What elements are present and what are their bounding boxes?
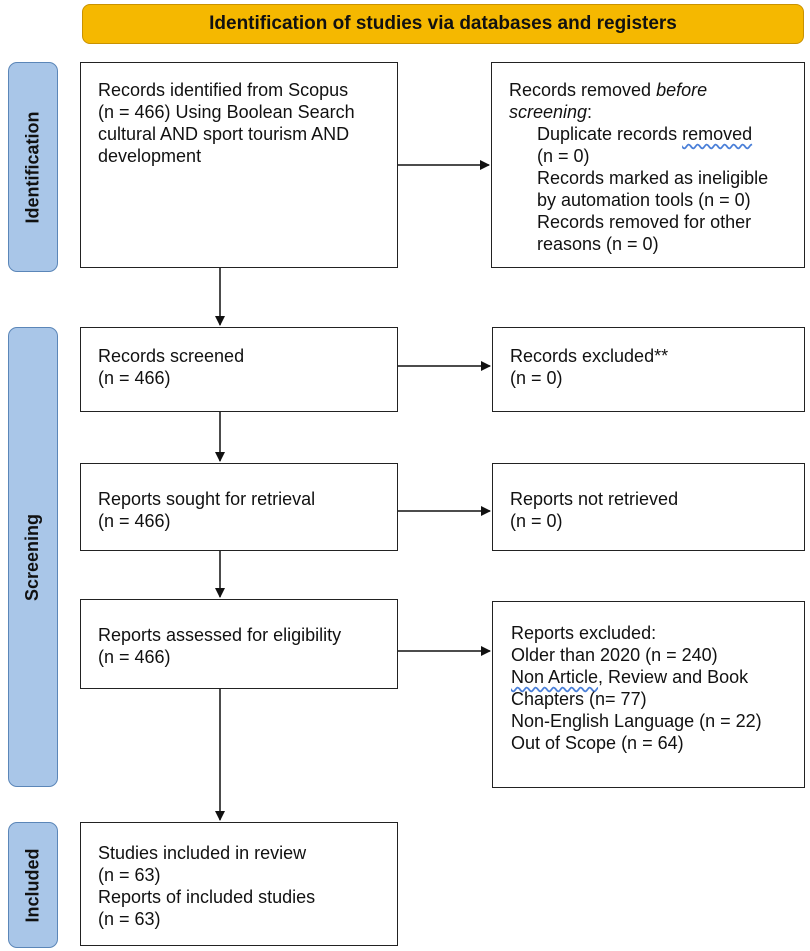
- reports-excluded-chapters: Chapters (n= 77): [511, 689, 647, 709]
- other-reasons-line: reasons (n = 0): [537, 234, 659, 254]
- ineligible-line: by automation tools (n = 0): [537, 190, 751, 210]
- reports-assessed-line: (n = 466): [98, 647, 171, 667]
- reports-excluded-out-of-scope: Out of Scope (n = 64): [511, 733, 684, 753]
- records-screened-box: Records screened (n = 466): [80, 327, 398, 412]
- studies-included-line: (n = 63): [98, 909, 161, 929]
- header-title: Identification of studies via databases …: [209, 13, 677, 34]
- reports-not-retrieved-line: Reports not retrieved: [510, 489, 679, 509]
- reports-not-retrieved-line: (n = 0): [510, 511, 563, 531]
- reports-sought-line: Reports sought for retrieval: [98, 489, 316, 509]
- reports-excluded-title: Reports excluded:: [511, 623, 657, 643]
- spellcheck-underline: Non Article: [511, 667, 599, 687]
- reports-sought-line: (n = 466): [98, 511, 171, 531]
- phase-screening: Screening: [8, 327, 58, 787]
- records-screened-line: (n = 466): [98, 368, 171, 388]
- records-removed-title: Records removed before: [509, 80, 708, 100]
- reports-excluded-non-english: Non-English Language (n = 22): [511, 711, 762, 731]
- records-identified-line: (n = 466) Using Boolean Search: [98, 102, 355, 122]
- records-identified-line: development: [98, 146, 202, 166]
- reports-sought-box: Reports sought for retrieval (n = 466): [80, 463, 398, 551]
- records-excluded-line: (n = 0): [510, 368, 563, 388]
- studies-included-line: Studies included in review: [98, 843, 307, 863]
- duplicate-records-count: (n = 0): [537, 146, 590, 166]
- other-reasons-line: Records removed for other: [537, 212, 752, 232]
- duplicate-records-line: Duplicate records removed: [537, 124, 753, 144]
- reports-excluded-box: Reports excluded: Older than 2020 (n = 2…: [492, 601, 805, 788]
- phase-included: Included: [8, 822, 58, 948]
- studies-included-line: (n = 63): [98, 865, 161, 885]
- records-removed-title-cont: screening:: [509, 102, 593, 122]
- header-banner: Identification of studies via databases …: [82, 4, 804, 44]
- reports-excluded-older: Older than 2020 (n = 240): [511, 645, 718, 665]
- records-excluded-box: Records excluded** (n = 0): [492, 327, 805, 412]
- records-excluded-line: Records excluded**: [510, 346, 669, 366]
- records-removed-box: Records removed before screening: Duplic…: [491, 62, 805, 268]
- records-screened-line: Records screened: [98, 346, 245, 366]
- reports-not-retrieved-box: Reports not retrieved (n = 0): [492, 463, 805, 551]
- ineligible-line: Records marked as ineligible: [537, 168, 769, 188]
- reports-excluded-non-article: Non Article, Review and Book: [511, 667, 749, 687]
- reports-assessed-box: Reports assessed for eligibility (n = 46…: [80, 599, 398, 689]
- records-identified-line: Records identified from Scopus: [98, 80, 349, 100]
- records-identified-box: Records identified from Scopus (n = 466)…: [80, 62, 398, 268]
- phase-identification: Identification: [8, 62, 58, 272]
- studies-included-box: Studies included in review (n = 63) Repo…: [80, 822, 398, 946]
- spellcheck-underline: removed: [682, 124, 753, 144]
- records-identified-line: cultural AND sport tourism AND: [98, 124, 350, 144]
- studies-included-line: Reports of included studies: [98, 887, 316, 907]
- reports-assessed-line: Reports assessed for eligibility: [98, 625, 342, 645]
